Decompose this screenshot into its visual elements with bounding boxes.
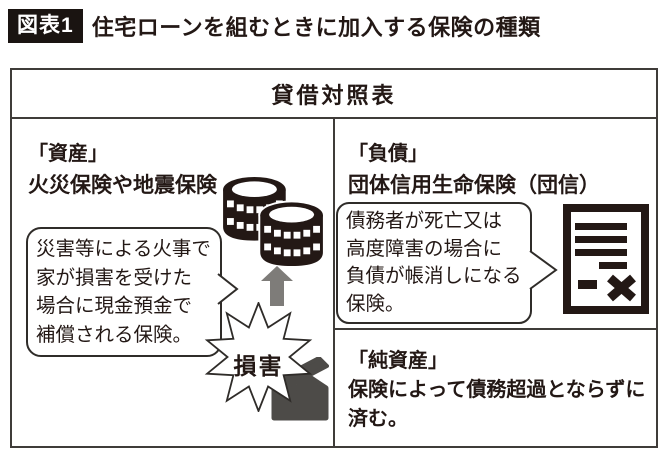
table-header: 貸借対照表 — [271, 82, 397, 108]
column-divider-line — [333, 119, 335, 446]
liability-subheading: 団体信用生命保険（団信） — [348, 174, 600, 197]
damage-burst — [204, 302, 313, 412]
asset-heading-block: 「資産」 火災保険や地震保険 — [28, 139, 217, 201]
net-asset-body: 保険によって債務超過とならずに 済む。 — [348, 379, 646, 430]
figure-header: 図表1 住宅ローンを組むときに加入する保険の種類 — [8, 9, 541, 43]
liability-heading-block: 「負債」 団体信用生命保険（団信） — [348, 139, 600, 201]
figure-title: 住宅ローンを組むときに加入する保険の種類 — [91, 15, 541, 40]
asset-subheading: 火災保険や地震保険 — [28, 174, 217, 197]
damage-burst-label: 損害 — [233, 353, 284, 379]
net-asset-block: 「純資産」 保険によって債務超過とならずに 済む。 — [348, 346, 645, 434]
contract-with-x-icon — [563, 204, 649, 314]
coins-icon — [223, 176, 324, 267]
liability-bubble-tail — [529, 250, 558, 290]
asset-heading: 「資産」 — [28, 143, 108, 165]
figure-number-badge: 図表1 — [8, 9, 83, 43]
liability-callout-bubble: 債務者が死亡又は 高度障害の場合に 負債が帳消しになる 保険。 — [336, 202, 532, 324]
asset-callout-bubble: 災害等による火事で 家が損害を受けた 場合に現金預金で 補償される保険。 — [26, 227, 222, 357]
net-asset-heading: 「純資産」 — [348, 350, 448, 372]
asset-bubble-tail — [217, 273, 239, 305]
right-row-divider-line — [335, 328, 656, 330]
header-divider-line — [12, 117, 656, 119]
liability-heading: 「負債」 — [348, 143, 428, 165]
up-arrow-icon — [261, 266, 293, 306]
